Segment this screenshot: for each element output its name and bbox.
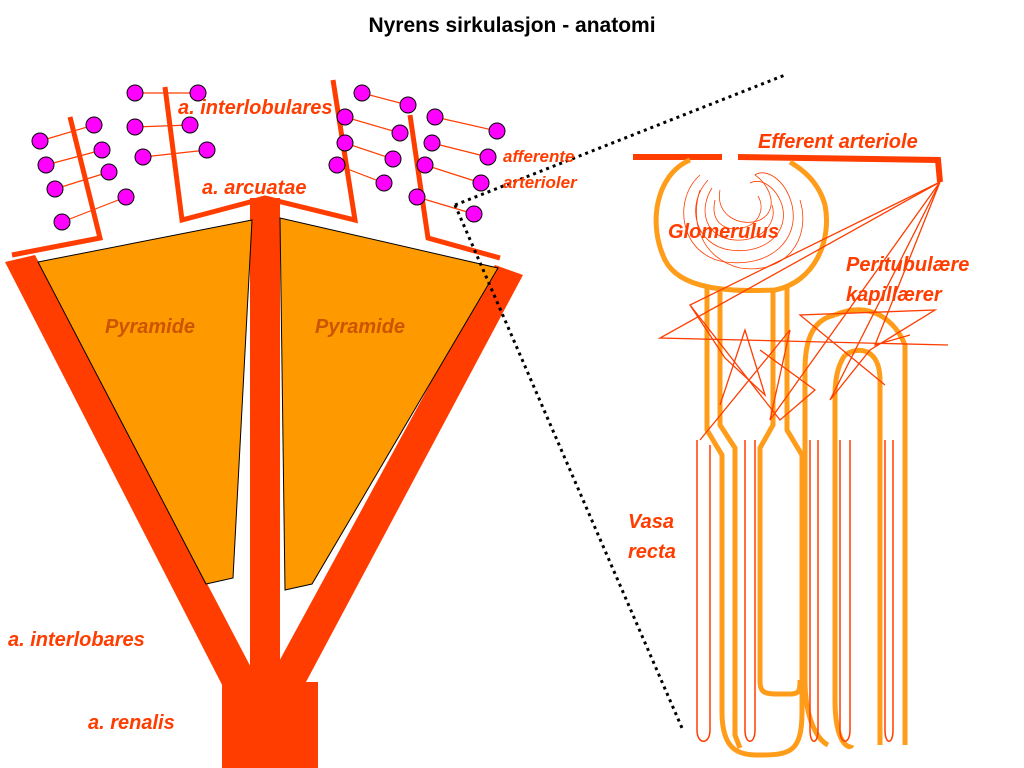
label-efferent: Efferent arteriole — [758, 131, 918, 153]
diagram-title: Nyrens sirkulasjon - anatomi — [368, 14, 656, 37]
label-arcuatae: a. arcuatae — [202, 177, 307, 199]
renal-tubule — [704, 288, 908, 758]
labels: a. interlobulares a. arcuatae afferente … — [8, 97, 969, 734]
glomerulus-capillaries — [683, 172, 804, 270]
arcuate-artery-segment-2 — [162, 79, 359, 224]
label-interlobulares: a. interlobulares — [178, 97, 333, 119]
label-recta: recta — [628, 541, 676, 563]
label-peritubulaere: Peritubulære — [846, 254, 969, 276]
bowman-capsule — [653, 157, 830, 294]
renal-artery — [222, 682, 318, 768]
peritubular-capillaries — [657, 181, 949, 441]
central-artery — [250, 198, 280, 698]
vasa-recta — [696, 440, 894, 742]
label-pyramide-left: Pyramide — [105, 316, 195, 338]
label-interlobares: a. interlobares — [8, 629, 145, 651]
interlobar-artery-left — [5, 255, 268, 712]
pyramid-left — [37, 219, 253, 585]
label-kapillaerer: kapillærer — [846, 284, 943, 306]
interlobular-branch — [68, 116, 102, 239]
interlobar-artery-right — [258, 265, 523, 712]
label-glomerulus: Glomerulus — [668, 221, 779, 243]
label-afferente: afferente — [503, 147, 575, 166]
zoom-indicator — [453, 73, 786, 729]
label-arterioler: arterioler — [503, 173, 578, 192]
label-pyramide-right: Pyramide — [315, 316, 405, 338]
efferent-arteriole-bar — [737, 154, 943, 183]
nephron-detail — [633, 154, 949, 758]
label-renalis: a. renalis — [88, 712, 175, 734]
glomeruli-dots — [31, 84, 506, 231]
pyramid-right — [279, 217, 499, 591]
renal-lobe — [5, 79, 523, 768]
label-vasa: Vasa — [628, 511, 674, 533]
